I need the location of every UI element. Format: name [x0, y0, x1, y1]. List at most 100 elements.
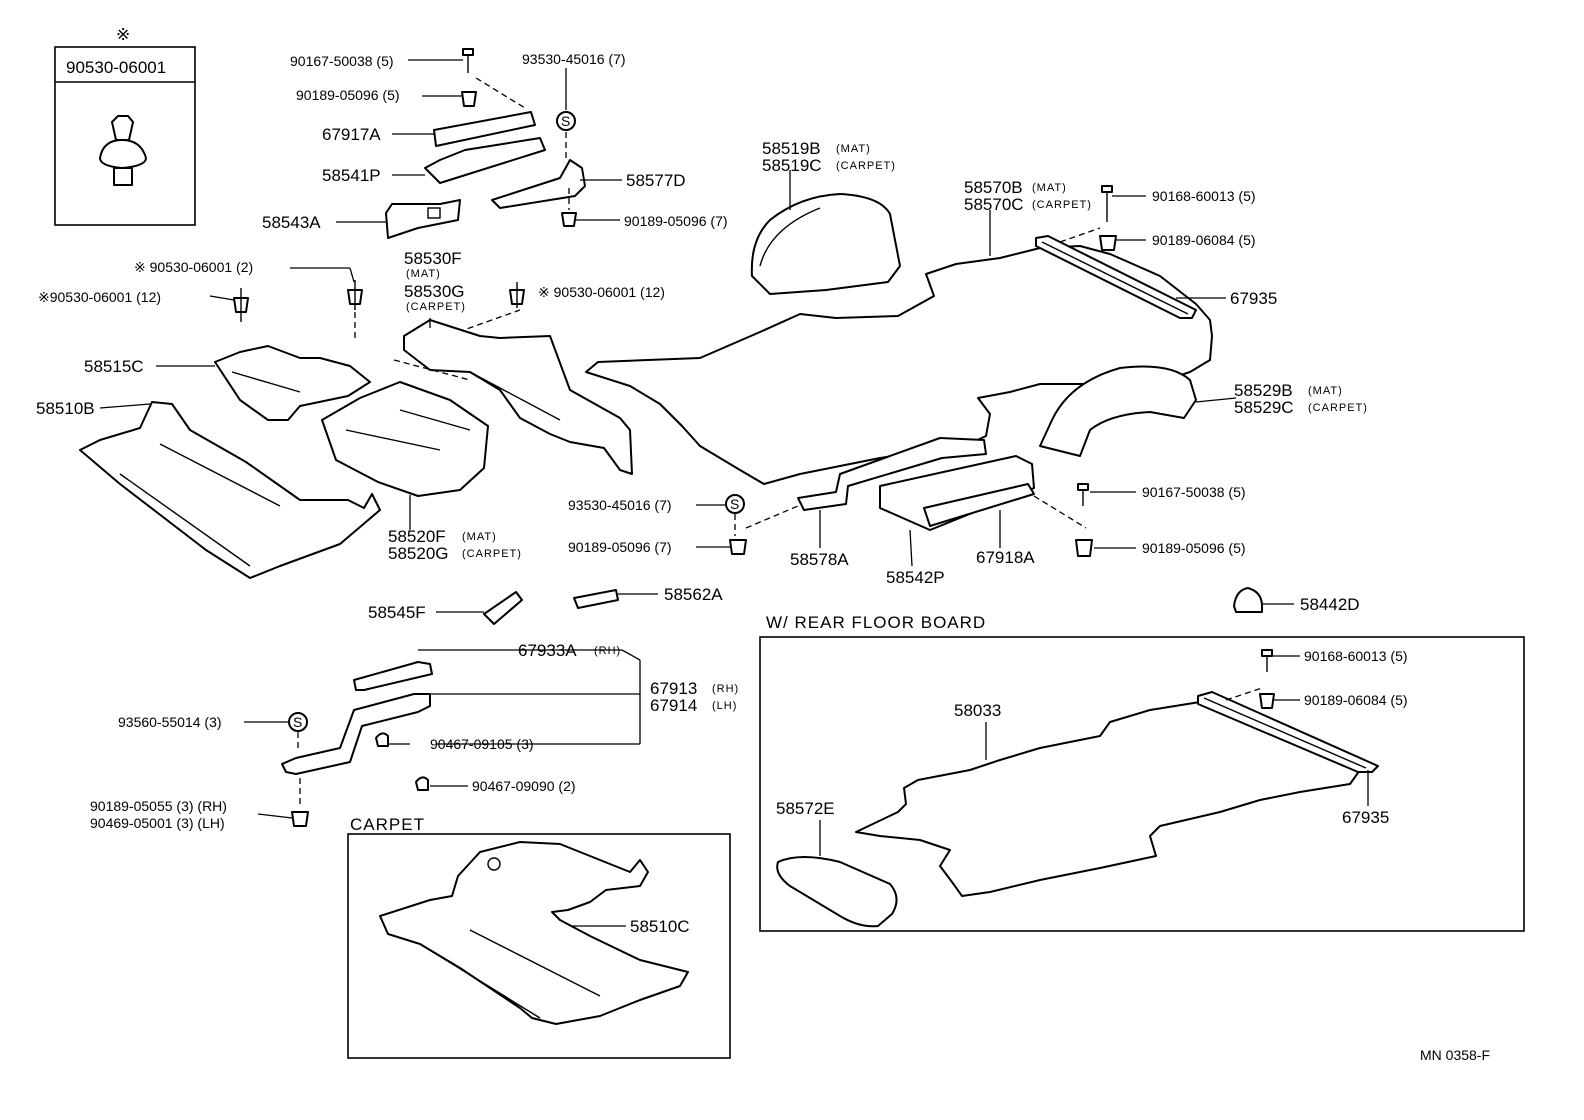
label-58529B: 58529B — [1234, 381, 1293, 400]
label-58578A: 58578A — [790, 550, 849, 569]
carpet-title: CARPET — [350, 815, 425, 834]
label-93560-55014: 93560-55014 (3) — [118, 714, 222, 730]
label-90189-06084-top: 90189-06084 (5) — [1152, 232, 1256, 248]
svg-text:(MAT): (MAT) — [1032, 182, 1067, 194]
svg-text:S: S — [561, 113, 570, 129]
label-67918A: 67918A — [976, 548, 1035, 567]
label-90189-05096-7a: 90189-05096 (7) — [624, 213, 728, 229]
svg-text:S: S — [730, 496, 739, 512]
mat-58515C — [214, 345, 371, 421]
rear-floor-board-title: W/ REAR FLOOR BOARD — [766, 613, 986, 632]
label-67933A: 67933A — [518, 641, 577, 660]
svg-text:(CARPET): (CARPET) — [836, 160, 896, 172]
mat-58520F — [321, 381, 489, 497]
bracket-67917A — [433, 111, 536, 147]
label-58545F: 58545F — [368, 603, 426, 622]
label-58577D: 58577D — [626, 171, 686, 190]
label-58543A: 58543A — [262, 213, 321, 232]
label-58530F: 58530F — [404, 249, 462, 268]
label-90530-12-right: ※ 90530-06001 (12) — [538, 284, 665, 300]
label-58510C: 58510C — [630, 917, 690, 936]
label-90167-50038-mid: 90167-50038 (5) — [1142, 484, 1246, 500]
nut-icon — [1259, 693, 1275, 709]
label-67913: 67913 — [650, 679, 697, 698]
part-58543A — [385, 199, 461, 239]
rail-67935-box — [1197, 691, 1379, 773]
svg-text:(CARPET): (CARPET) — [1032, 199, 1092, 211]
label-58033: 58033 — [954, 701, 1001, 720]
svg-text:(CARPET): (CARPET) — [406, 301, 466, 313]
label-67935-box: 67935 — [1342, 808, 1389, 827]
inset-part-number: 90530-06001 — [66, 58, 166, 77]
label-58572E: 58572E — [776, 799, 835, 818]
rail-58578A — [797, 437, 987, 511]
nut-icon — [729, 539, 747, 555]
s-symbol-left: S — [288, 712, 308, 732]
clip-icon — [233, 288, 249, 322]
label-93530-45016-top: 93530-45016 (7) — [522, 51, 626, 67]
label-58570C: 58570C — [964, 195, 1024, 214]
part-58562A — [573, 589, 619, 609]
label-58562A: 58562A — [664, 585, 723, 604]
label-58442D: 58442D — [1300, 595, 1360, 614]
svg-text:(RH): (RH) — [712, 683, 739, 695]
svg-text:(RH): (RH) — [594, 645, 621, 657]
screw-icon — [462, 48, 474, 73]
label-90168-60013-top: 90168-60013 (5) — [1152, 188, 1256, 204]
nut-icon — [1099, 235, 1117, 251]
label-58515C: 58515C — [84, 357, 144, 376]
rail-67935 — [1035, 235, 1197, 319]
label-67917A: 67917A — [322, 125, 381, 144]
clip-icon — [375, 732, 389, 747]
label-67914: 67914 — [650, 696, 697, 715]
svg-text:(MAT): (MAT) — [836, 143, 871, 155]
label-93530-45016-mid: 93530-45016 (7) — [568, 497, 672, 513]
label-90189-06084-box: 90189-06084 (5) — [1304, 692, 1408, 708]
svg-text:(CARPET): (CARPET) — [462, 548, 522, 560]
label-67935-top: 67935 — [1230, 289, 1277, 308]
carpet-frame — [347, 833, 731, 1059]
screw-icon — [1101, 185, 1113, 222]
rail-67913 — [281, 693, 431, 775]
screw-icon — [1077, 483, 1089, 506]
mat-58530F — [403, 319, 633, 475]
svg-text:S: S — [293, 714, 302, 730]
mat-58510C — [379, 841, 689, 1025]
label-90189-05055: 90189-05055 (3) (RH) — [90, 798, 227, 814]
mat-58510B — [79, 401, 381, 579]
label-90469-05001: 90469-05001 (3) (LH) — [90, 815, 225, 831]
label-90167-50038-top: 90167-50038 (5) — [290, 53, 394, 69]
footer-code: MN 0358-F — [1420, 1047, 1490, 1063]
svg-text:(MAT): (MAT) — [406, 268, 441, 280]
svg-text:(MAT): (MAT) — [1308, 385, 1343, 397]
label-58520F: 58520F — [388, 527, 446, 546]
nut-icon — [1075, 539, 1093, 557]
inset-frame — [54, 46, 196, 226]
s-symbol-top: S — [556, 111, 576, 131]
label-90189-05096-top: 90189-05096 (5) — [296, 87, 400, 103]
svg-text:(CARPET): (CARPET) — [1308, 402, 1368, 414]
label-58519B: 58519B — [762, 139, 821, 158]
part-58577D — [491, 159, 586, 209]
clip-icon — [99, 115, 147, 186]
svg-text:(LH): (LH) — [712, 700, 737, 712]
label-90189-05096-5b: 90189-05096 (5) — [1142, 540, 1246, 556]
label-90530-12-left: ※90530-06001 (12) — [38, 289, 161, 305]
label-58529C: 58529C — [1234, 398, 1294, 417]
nut-icon — [461, 91, 477, 107]
labels: 90167-50038 (5) 93530-45016 (7) 90189-05… — [36, 51, 1490, 1063]
nut-icon — [291, 811, 309, 827]
inset-box: ※ 90530-06001 — [54, 25, 196, 226]
label-58542P: 58542P — [886, 568, 945, 587]
label-58530G: 58530G — [404, 282, 465, 301]
mat-58570B — [585, 245, 1213, 485]
rail-67918A — [923, 483, 1035, 527]
panel-58542P — [879, 455, 1035, 531]
rear-floor-board-group: W/ REAR FLOOR BOARD — [759, 613, 1525, 932]
label-90467-09090: 90467-09090 (2) — [472, 778, 576, 794]
carpet-group: CARPET — [347, 815, 731, 1059]
board-58572E — [776, 856, 898, 928]
label-58519C: 58519C — [762, 156, 822, 175]
label-58541P: 58541P — [322, 166, 381, 185]
